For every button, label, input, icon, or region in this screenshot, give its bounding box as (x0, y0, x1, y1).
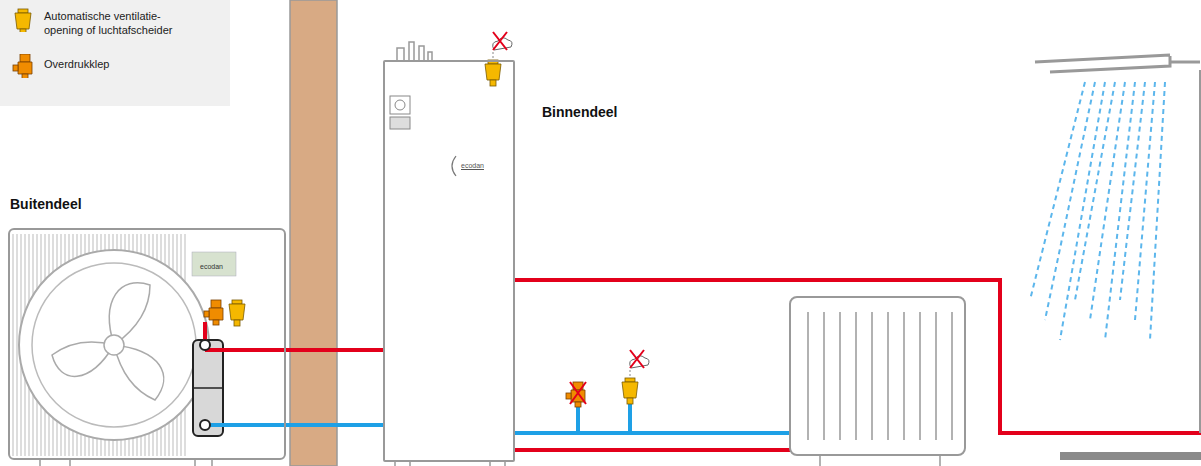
heat-exchanger (193, 340, 223, 436)
indoor-unit: Binnendeelecodan (383, 60, 515, 462)
air-vent-symbol (229, 300, 245, 326)
relief-valve-symbol (566, 382, 586, 407)
fittings (204, 32, 649, 407)
radiator-fins (808, 312, 952, 440)
shower-arm (1170, 61, 1200, 64)
wall (290, 0, 337, 466)
legend-text: Overdrukklep (44, 54, 194, 72)
flow-pipe-internal (205, 348, 288, 352)
return-pipe-internal (205, 423, 288, 427)
control-dial (390, 96, 410, 114)
brand-logo: ecodan (461, 162, 484, 169)
legend-text: Automatische ventilatie- opening of luch… (44, 8, 194, 38)
legend-entry: Automatische ventilatie- opening of luch… (12, 8, 194, 38)
hex-port (200, 420, 210, 430)
radiator-flow-pipe (515, 448, 790, 452)
unit-heading: Binnendeel (542, 104, 617, 120)
water-spray (1030, 82, 1165, 340)
fan-ring-inner (32, 263, 196, 427)
air-vent-symbol (485, 32, 512, 86)
fan-blades (52, 283, 164, 400)
legend-symbol (12, 8, 34, 32)
dial (395, 100, 405, 110)
display (390, 117, 410, 129)
legend-entry: Overdrukklep (12, 54, 194, 78)
pipe-connector (286, 348, 383, 352)
legend-symbol (12, 54, 34, 78)
top-connections (397, 42, 432, 60)
spacer (205, 345, 288, 350)
radiator (790, 297, 965, 455)
logo-arc (452, 156, 456, 176)
air-vent-symbol (622, 350, 649, 404)
brand-logo: ecodan (200, 263, 223, 270)
air-vent-symbol (15, 9, 31, 32)
floor-tray (1060, 452, 1201, 460)
radiator-return-pipe (515, 431, 790, 435)
heat-exchanger-split (194, 387, 222, 389)
radiator-feet (820, 455, 940, 466)
relief-valve-symbol (13, 54, 32, 78)
hex-port (200, 340, 210, 350)
shower-head (1035, 55, 1170, 72)
fan-ring (19, 250, 209, 440)
shower-riser (1199, 70, 1201, 433)
valve-branch (578, 400, 630, 433)
relief-valve-symbol (204, 300, 223, 325)
unit-heading: Buitendeel (10, 196, 82, 212)
brand-badge (192, 252, 236, 276)
pipe-connector (286, 423, 383, 427)
outdoor-unit: Buitendeel (8, 228, 286, 460)
